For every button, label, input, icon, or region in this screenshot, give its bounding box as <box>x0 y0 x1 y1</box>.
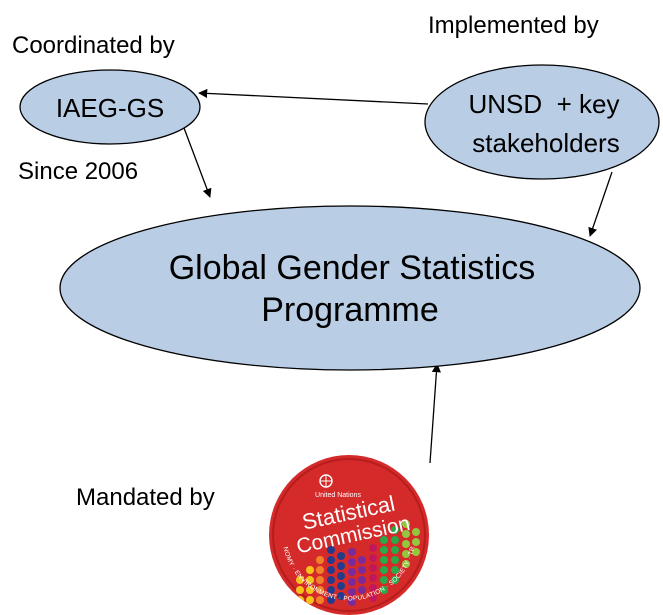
arrow-iaeg-to-programme <box>183 127 212 198</box>
programme-label-line2: Programme <box>261 291 439 329</box>
logo-org-text: United Nations <box>315 492 361 499</box>
unsd-label-line2: stakeholders <box>472 128 619 158</box>
implemented-by-label: Implemented by <box>428 12 599 39</box>
unsd-node: UNSD + key stakeholders <box>424 64 660 180</box>
coordinated-by-label: Coordinated by <box>12 32 175 59</box>
programme-node: Global Gender Statistics Programme <box>59 205 641 371</box>
arrow-unsd-to-programme <box>588 171 613 237</box>
programme-label-line1: Global Gender Statistics <box>169 249 536 287</box>
iaeg-gs-label: IAEG-GS <box>56 93 164 123</box>
logo-dot-columns <box>296 520 420 606</box>
un-emblem-icon <box>319 474 333 488</box>
iaeg-gs-node: IAEG-GS <box>19 69 201 145</box>
mandated-by-label: Mandated by <box>76 484 215 511</box>
unsd-label-line1: UNSD + key <box>469 89 620 119</box>
arrow-unsd-to-iaeg <box>198 88 429 105</box>
since-2006-label: Since 2006 <box>18 158 139 185</box>
arrow-commission-to-programme <box>429 363 441 464</box>
